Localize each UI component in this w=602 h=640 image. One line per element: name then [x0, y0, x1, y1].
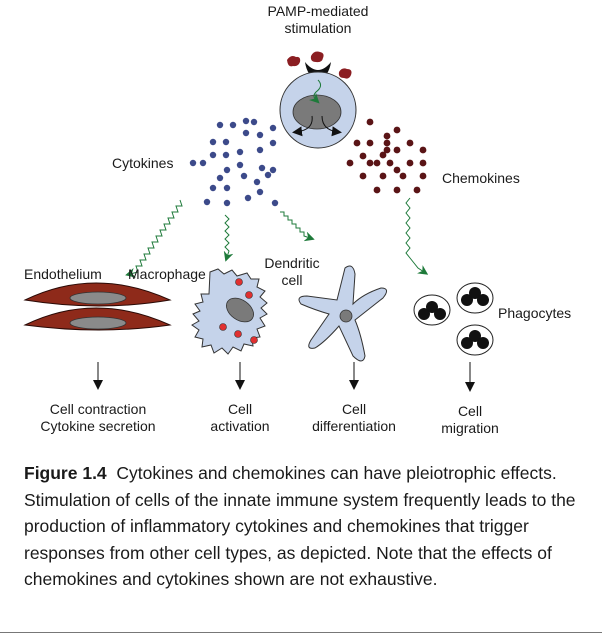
cytokine-chemokine-diagram	[23, 51, 494, 392]
macrophage-cell	[191, 268, 268, 355]
chemokine-dot	[366, 159, 374, 167]
chemokine-dot	[379, 172, 387, 180]
cytokine-dot	[222, 138, 230, 146]
chemokine-dot	[353, 139, 361, 147]
cytokine-dot	[244, 194, 252, 202]
chemokine-dot	[393, 146, 401, 154]
signal-arrow-dendritic	[280, 211, 315, 242]
cytokine-dot	[223, 166, 231, 174]
chemokine-dot	[373, 159, 381, 167]
cytokine-dot	[223, 199, 231, 207]
cytokine-dot	[269, 139, 277, 147]
cytokine-dot	[189, 159, 197, 167]
cytokine-dot	[269, 124, 277, 132]
chemokine-dot	[393, 186, 401, 194]
chemokine-dot	[393, 166, 401, 174]
cytokine-dot	[209, 138, 217, 146]
cytokine-dot	[223, 184, 231, 192]
cytokine-dot	[222, 151, 230, 159]
cytokine-dots	[189, 117, 279, 207]
chemokine-dot	[366, 139, 374, 147]
chemokine-dot	[406, 139, 414, 147]
endothelium-label: Endothelium	[24, 266, 102, 282]
chemokine-dot	[346, 159, 354, 167]
caption-text: Cytokines and chemokines can have pleiot…	[24, 463, 576, 589]
chemokine-dot	[419, 159, 427, 167]
cytokine-dot	[236, 148, 244, 156]
chemokine-dot	[383, 139, 391, 147]
chemokine-dot	[419, 146, 427, 154]
dendritic-cell	[298, 265, 387, 362]
cytokine-dot	[240, 172, 248, 180]
cytokine-dot	[253, 178, 261, 186]
signal-arrow-endothelium	[125, 199, 183, 278]
chemokine-dot	[413, 186, 421, 194]
chemokines-label: Chemokines	[442, 170, 520, 186]
cytokine-dot	[216, 174, 224, 182]
cytokine-dot	[209, 151, 217, 159]
bottom-rule	[0, 632, 602, 633]
dendritic-effect: Cell differentiation	[312, 401, 396, 434]
signal-arrow-macrophage	[223, 214, 234, 262]
cytokine-dot	[264, 171, 272, 179]
cytokine-dot	[229, 121, 237, 129]
cytokine-dot	[250, 118, 258, 126]
chemokine-dot	[386, 159, 394, 167]
stimulated-immune-cell	[279, 71, 357, 149]
cytokine-dot	[256, 188, 264, 196]
stimulus-label: PAMP-mediated stimulation	[267, 3, 369, 36]
cytokine-dot	[258, 164, 266, 172]
effect-arrows	[93, 362, 475, 392]
phagocytes	[413, 282, 494, 356]
chemokine-dot	[419, 172, 427, 180]
phagocytes-label: Phagocytes	[498, 305, 572, 321]
chemokine-dot	[399, 172, 407, 180]
cytokine-dot	[242, 117, 250, 125]
pamp-molecules	[287, 51, 352, 79]
signal-arrow-phagocytes	[405, 197, 429, 275]
chemokine-dot	[383, 146, 391, 154]
cytokine-dot	[203, 198, 211, 206]
cytokine-dot	[271, 199, 279, 207]
chemokine-dot	[366, 118, 374, 126]
signal-arrows	[125, 197, 429, 278]
chemokine-dot	[383, 132, 391, 140]
cytokine-dot	[269, 166, 277, 174]
cytokine-dot	[216, 121, 224, 129]
chemokine-dot	[359, 172, 367, 180]
figure-caption: Figure 1.4 Cytokines and chemokines can …	[24, 460, 594, 593]
chemokine-dots	[346, 118, 427, 194]
cytokine-dot	[242, 129, 250, 137]
cytokines-label: Cytokines	[112, 155, 174, 171]
endothelium-cells	[23, 282, 172, 331]
chemokine-dot	[393, 126, 401, 134]
cytokine-dot	[199, 159, 207, 167]
chemokine-dot	[379, 151, 387, 159]
cytokine-dot	[236, 161, 244, 169]
chemokine-dot	[359, 152, 367, 160]
endothelium-effect: Cell contraction Cytokine secretion	[40, 401, 156, 434]
phagocytes-effect: Cell migration	[441, 403, 499, 436]
dendritic-cell-label: Dendritic cell	[264, 255, 320, 288]
cytokine-dot	[256, 131, 264, 139]
chemokine-dot	[373, 186, 381, 194]
cytokine-dot	[256, 146, 264, 154]
macrophage-label: Macrophage	[128, 266, 206, 282]
figure-label: Figure 1.4	[24, 463, 107, 483]
macrophage-effect: Cell activation	[210, 401, 270, 434]
chemokine-dot	[406, 159, 414, 167]
cytokine-dot	[209, 184, 217, 192]
